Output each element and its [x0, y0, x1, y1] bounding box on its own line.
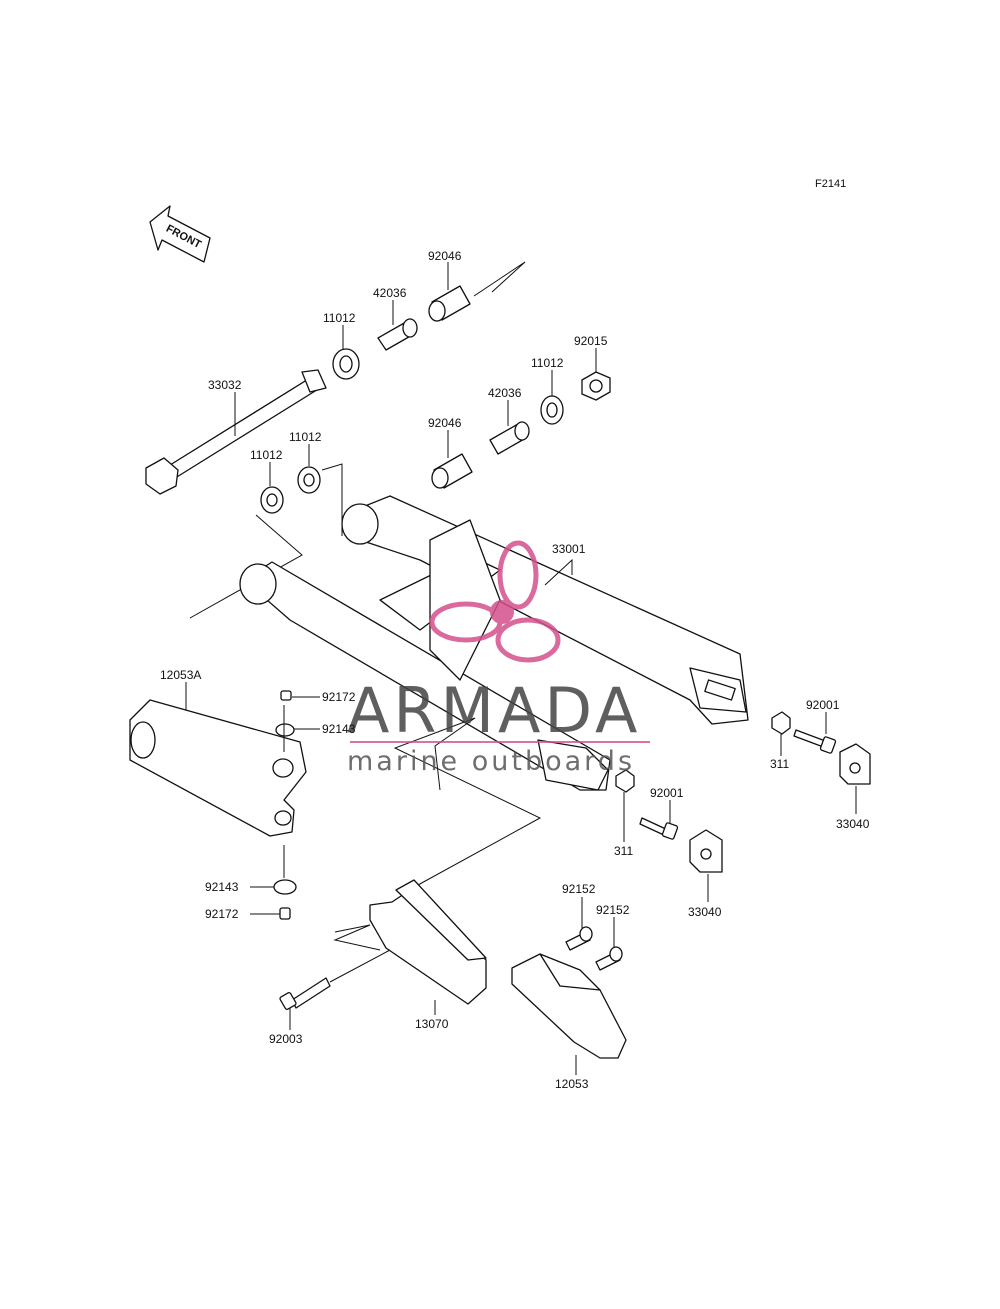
- chain-slider[interactable]: [129, 699, 307, 837]
- sleeve-top[interactable]: [377, 318, 418, 351]
- label-11012-left-a: 11012: [289, 430, 322, 444]
- label-92003: 92003: [269, 1032, 303, 1046]
- adjuster-nut-left[interactable]: [615, 769, 635, 793]
- label-33040-left: 33040: [688, 905, 722, 919]
- collar-washer-right[interactable]: [540, 395, 564, 425]
- needle-bearing-right[interactable]: [431, 453, 473, 489]
- collar-washer-top[interactable]: [332, 348, 360, 380]
- label-311-left: 311: [614, 844, 633, 858]
- label-311-right: 311: [770, 757, 789, 771]
- adjuster-bolt-right[interactable]: [793, 729, 837, 754]
- pin-b[interactable]: [595, 946, 623, 971]
- label-12053A: 12053A: [160, 668, 201, 682]
- label-92046-right: 92046: [428, 416, 462, 430]
- needle-bearing-top[interactable]: [428, 285, 471, 322]
- chain-adjuster-plate-left[interactable]: [689, 829, 723, 873]
- adjuster-nut-right[interactable]: [771, 711, 791, 735]
- pivot-nut[interactable]: [581, 371, 611, 401]
- label-33032: 33032: [208, 378, 242, 392]
- adjuster-bolt-left[interactable]: [639, 817, 679, 840]
- label-92172-top: 92172: [322, 690, 356, 704]
- pin-a[interactable]: [565, 926, 593, 951]
- label-92046-top: 92046: [428, 249, 462, 263]
- washer-bottom-left[interactable]: [273, 879, 297, 895]
- chain-guide[interactable]: [369, 879, 487, 1005]
- long-bolt[interactable]: [279, 977, 331, 1010]
- label-11012-left-b: 11012: [250, 448, 283, 462]
- label-92152-b: 92152: [596, 903, 630, 917]
- label-11012-top: 11012: [323, 311, 356, 325]
- screw-bottom-left[interactable]: [279, 907, 291, 920]
- collar-washer-left-b[interactable]: [260, 486, 284, 514]
- pivot-shaft[interactable]: [145, 369, 327, 495]
- label-92143-top: 92143: [322, 722, 356, 736]
- collar-washer-left-a[interactable]: [297, 466, 321, 494]
- label-11012-right: 11012: [531, 356, 564, 370]
- chain-adjuster-plate-right[interactable]: [839, 743, 871, 785]
- washer-top-left[interactable]: [275, 723, 295, 737]
- screw-top-left[interactable]: [280, 690, 292, 701]
- label-42036-right: 42036: [488, 386, 522, 400]
- watermark-brand: ARMADA: [347, 674, 641, 747]
- label-92001-left: 92001: [650, 786, 684, 800]
- label-12053: 12053: [555, 1077, 589, 1091]
- label-42036-top: 42036: [373, 286, 407, 300]
- watermark-tagline: marine outboards: [347, 746, 635, 777]
- sleeve-right[interactable]: [489, 421, 530, 455]
- label-13070: 13070: [415, 1017, 449, 1031]
- label-92143-bottom: 92143: [205, 880, 239, 894]
- label-92152-a: 92152: [562, 882, 596, 896]
- chain-guide-block[interactable]: [511, 953, 627, 1059]
- front-arrow-icon: FRONT: [149, 205, 211, 263]
- label-92172-bottom: 92172: [205, 907, 239, 921]
- label-92015: 92015: [574, 334, 608, 348]
- label-33001: 33001: [552, 542, 586, 556]
- watermark-logo-icon: [429, 540, 561, 663]
- label-92001-right: 92001: [806, 698, 840, 712]
- label-33040-right: 33040: [836, 817, 870, 831]
- diagram-code: F2141: [815, 178, 846, 190]
- swingarm[interactable]: [239, 495, 749, 791]
